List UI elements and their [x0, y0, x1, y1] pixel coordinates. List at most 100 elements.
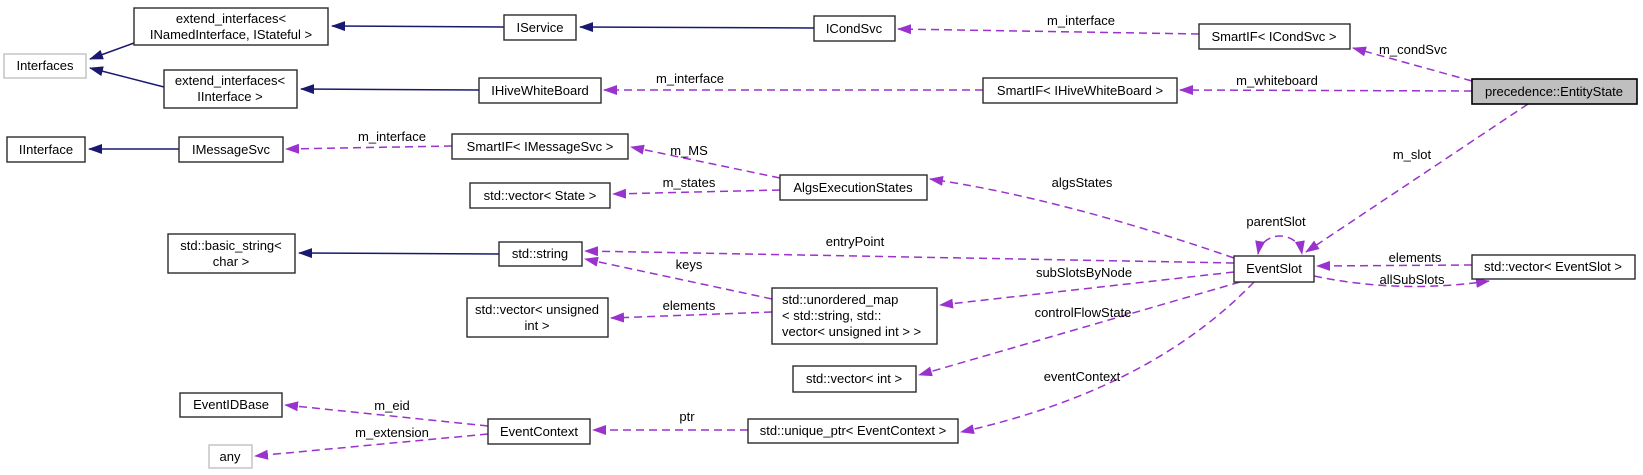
- edge-label-event-context: eventContext: [1044, 369, 1121, 384]
- edge-entry-point: [584, 246, 1235, 264]
- node-extend-interfaces-iinterface[interactable]: [163, 69, 298, 109]
- edge-m-eid: [284, 401, 489, 427]
- edge-label-parent-slot: parentSlot: [1246, 214, 1306, 229]
- edge-m-whiteboard: [1179, 85, 1473, 96]
- node-basic-string-label-1: std::basic_string<: [180, 238, 282, 253]
- node-iinterface[interactable]: [6, 136, 86, 163]
- edge-label-m-interface-whiteboard: m_interface: [656, 71, 724, 86]
- edge-m-interface-condsvc: [897, 24, 1200, 35]
- node-algsexecutionstates[interactable]: [779, 174, 928, 201]
- edge-m-states: [612, 188, 781, 199]
- node-iservice-label: IService: [517, 20, 564, 35]
- edge-extend-iinterface-to-interfaces: [89, 66, 165, 88]
- node-smartif-icondsvc[interactable]: [1198, 23, 1351, 50]
- node-unordered-map[interactable]: [771, 287, 938, 345]
- node-ihivewhiteboard-label: IHiveWhiteBoard: [491, 83, 589, 98]
- node-iservice[interactable]: [503, 14, 577, 41]
- node-smartif-ihivewhiteboard[interactable]: [982, 77, 1178, 104]
- edge-ihivewhiteboard-to-extend-iinterface: [300, 84, 480, 95]
- node-vector-eventslot[interactable]: [1471, 254, 1636, 280]
- node-eventidbase-label: EventIDBase: [193, 397, 269, 412]
- edge-extend-named-to-interfaces: [89, 42, 135, 60]
- node-unordered-map-label-3: vector< unsigned int > >: [782, 324, 921, 339]
- node-any: [208, 444, 253, 469]
- node-extend-interfaces-iinterface-label-1: extend_interfaces<: [175, 73, 285, 88]
- edge-label-elements-unsigned: elements: [663, 298, 716, 313]
- node-std-string[interactable]: [498, 241, 583, 267]
- node-extend-interfaces-named[interactable]: [133, 7, 329, 46]
- node-eventslot-label: EventSlot: [1246, 261, 1302, 276]
- edge-elements-unsigned: [610, 311, 773, 323]
- edge-label-control-flow-state: controlFlowState: [1035, 305, 1132, 320]
- node-any-label: any: [220, 449, 241, 464]
- node-vector-eventslot-label: std::vector< EventSlot >: [1484, 259, 1622, 274]
- node-vector-int[interactable]: [792, 365, 917, 393]
- node-smartif-imessagesvc-label: SmartIF< IMessageSvc >: [467, 139, 614, 154]
- node-vector-unsigned-int[interactable]: [466, 297, 609, 338]
- edge-label-m-interface-messagesvc: m_interface: [358, 129, 426, 144]
- edge-m-extension: [254, 433, 489, 460]
- node-std-string-label: std::string: [512, 246, 568, 261]
- edge-algs-states: [929, 175, 1235, 259]
- node-ihivewhiteboard[interactable]: [478, 77, 602, 104]
- node-imessagesvc-label: IMessageSvc: [192, 142, 271, 157]
- node-unordered-map-label-2: < std::string, std::: [782, 308, 881, 323]
- edge-m-condsvc: [1352, 46, 1473, 82]
- node-iinterface-label: IInterface: [19, 142, 73, 157]
- edge-iservice-to-extend-named: [331, 21, 505, 32]
- node-extend-interfaces-iinterface-label-2: IInterface >: [197, 89, 262, 104]
- edge-event-context: [960, 281, 1255, 435]
- node-vector-state-label: std::vector< State >: [484, 188, 597, 203]
- node-unordered-map-label-1: std::unordered_map: [782, 292, 898, 307]
- node-algsexecutionstates-label: AlgsExecutionStates: [793, 180, 913, 195]
- node-unique-ptr-eventcontext-label: std::unique_ptr< EventContext >: [760, 423, 946, 438]
- edge-keys: [584, 256, 773, 300]
- node-eventcontext[interactable]: [487, 418, 591, 445]
- node-eventslot[interactable]: [1233, 255, 1315, 283]
- node-eventidbase[interactable]: [179, 392, 283, 418]
- node-interfaces: [3, 53, 87, 79]
- node-extend-interfaces-named-label-1: extend_interfaces<: [176, 11, 286, 26]
- edge-label-ptr: ptr: [679, 409, 695, 424]
- node-unique-ptr-eventcontext[interactable]: [747, 418, 959, 444]
- edge-all-sub-slots: [1313, 275, 1490, 288]
- edge-control-flow-state: [918, 281, 1241, 377]
- edge-label-entry-point: entryPoint: [826, 234, 885, 249]
- node-extend-interfaces-named-label-2: INamedInterface, IStateful >: [150, 27, 312, 42]
- node-interfaces-label: Interfaces: [16, 58, 74, 73]
- node-basic-string[interactable]: [167, 233, 296, 274]
- edge-label-m-interface-condsvc: m_interface: [1047, 13, 1115, 28]
- edge-label-elements-slots: elements: [1389, 250, 1442, 265]
- edge-label-m-states: m_states: [663, 175, 716, 190]
- edge-string-to-basic-string: [298, 248, 500, 259]
- edge-m-slot: [1305, 103, 1529, 253]
- node-precedence-entitystate: [1471, 78, 1638, 105]
- node-vector-state[interactable]: [469, 182, 611, 209]
- edge-label-sub-slots-by-node: subSlotsByNode: [1036, 265, 1132, 280]
- node-vector-unsigned-int-label-2: int >: [525, 318, 550, 333]
- edge-label-m-slot: m_slot: [1393, 147, 1432, 162]
- edge-icondsvc-to-iservice: [579, 22, 815, 33]
- edge-label-m-eid: m_eid: [374, 398, 409, 413]
- node-eventcontext-label: EventContext: [500, 424, 578, 439]
- edge-label-m-ms: m_MS: [670, 143, 708, 158]
- node-icondsvc[interactable]: [813, 15, 896, 42]
- node-vector-int-label: std::vector< int >: [806, 371, 902, 386]
- edge-label-m-extension: m_extension: [355, 425, 429, 440]
- edge-parent-slot-self-loop: [1255, 235, 1305, 255]
- edge-label-m-condsvc: m_condSvc: [1379, 42, 1447, 57]
- edge-label-keys: keys: [676, 257, 703, 272]
- edge-elements-slots: [1316, 260, 1473, 271]
- edge-m-interface-messagesvc: [285, 143, 453, 154]
- node-smartif-imessagesvc[interactable]: [451, 133, 629, 160]
- node-imessagesvc[interactable]: [178, 136, 284, 163]
- node-precedence-entitystate-label: precedence::EntityState: [1485, 84, 1623, 99]
- node-smartif-ihivewhiteboard-label: SmartIF< IHiveWhiteBoard >: [997, 83, 1163, 98]
- node-smartif-icondsvc-label: SmartIF< ICondSvc >: [1212, 29, 1337, 44]
- edge-sub-slots-by-node: [939, 271, 1235, 309]
- edge-label-algs-states: algsStates: [1052, 175, 1113, 190]
- edge-label-m-whiteboard: m_whiteboard: [1236, 73, 1318, 88]
- edge-label-all-sub-slots: allSubSlots: [1379, 272, 1445, 287]
